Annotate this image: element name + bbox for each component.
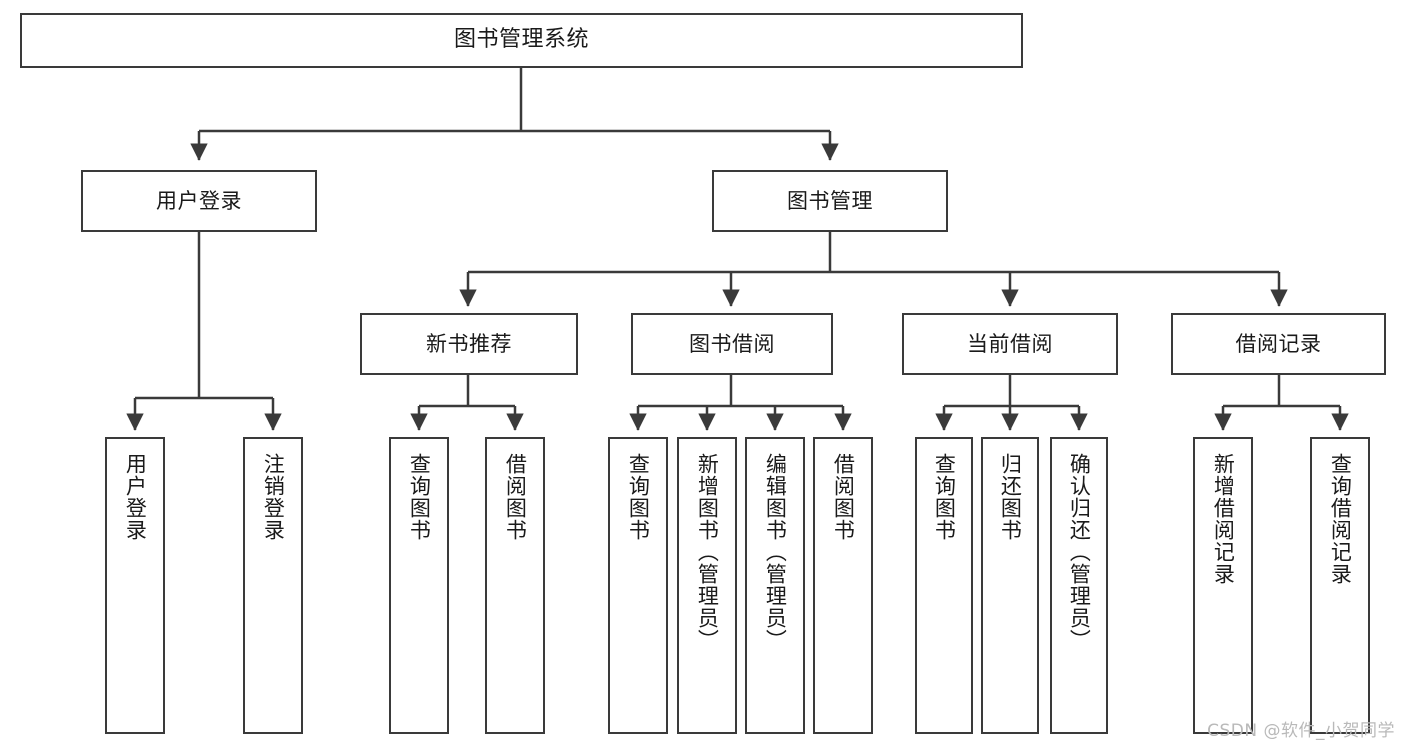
leaf-add-borrow-record[interactable]: 新增借阅记录	[1193, 437, 1253, 734]
node-label: 新增借阅记录	[1211, 453, 1236, 585]
node-book-management[interactable]: 图书管理	[712, 170, 948, 232]
node-label: 查询图书	[932, 453, 957, 541]
leaf-query-borrow-record[interactable]: 查询借阅记录	[1310, 437, 1370, 734]
node-root[interactable]: 图书管理系统	[20, 13, 1023, 68]
node-current-borrow[interactable]: 当前借阅	[902, 313, 1118, 375]
watermark: CSDN @软件_小贺同学	[1207, 721, 1395, 741]
leaf-logout[interactable]: 注销登录	[243, 437, 303, 734]
node-label: 图书管理	[787, 188, 873, 213]
node-label: 确认归还（管理员）	[1067, 453, 1092, 651]
leaf-return-book[interactable]: 归还图书	[981, 437, 1039, 734]
node-label: 归还图书	[998, 453, 1023, 541]
node-label: 新增图书（管理员）	[695, 453, 720, 651]
node-user-login[interactable]: 用户登录	[81, 170, 317, 232]
node-borrow-record[interactable]: 借阅记录	[1171, 313, 1386, 375]
leaf-borrow-book[interactable]: 借阅图书	[813, 437, 873, 734]
leaf-query-book-recommend[interactable]: 查询图书	[389, 437, 449, 734]
node-book-borrow[interactable]: 图书借阅	[631, 313, 833, 375]
node-label: 用户登录	[156, 188, 242, 213]
leaf-user-login[interactable]: 用户登录	[105, 437, 165, 734]
node-label: 查询借阅记录	[1328, 453, 1353, 585]
node-label: 查询图书	[626, 453, 651, 541]
node-label: 编辑图书（管理员）	[763, 453, 788, 651]
node-label: 查询图书	[407, 453, 432, 541]
leaf-borrow-book-recommend[interactable]: 借阅图书	[485, 437, 545, 734]
leaf-query-book-borrow[interactable]: 查询图书	[608, 437, 668, 734]
node-label: 借阅图书	[503, 453, 528, 541]
leaf-query-book-current[interactable]: 查询图书	[915, 437, 973, 734]
node-label: 当前借阅	[967, 331, 1053, 356]
node-label: 注销登录	[261, 453, 286, 541]
node-label: 图书管理系统	[453, 27, 589, 53]
node-label: 图书借阅	[689, 331, 775, 356]
leaf-edit-book-admin[interactable]: 编辑图书（管理员）	[745, 437, 805, 734]
node-label: 借阅记录	[1235, 331, 1322, 356]
leaf-confirm-return-admin[interactable]: 确认归还（管理员）	[1050, 437, 1108, 734]
leaf-add-book-admin[interactable]: 新增图书（管理员）	[677, 437, 737, 734]
node-label: 新书推荐	[426, 331, 512, 356]
node-label: 用户登录	[123, 453, 148, 541]
node-label: 借阅图书	[831, 453, 856, 541]
node-new-book-recommend[interactable]: 新书推荐	[360, 313, 578, 375]
